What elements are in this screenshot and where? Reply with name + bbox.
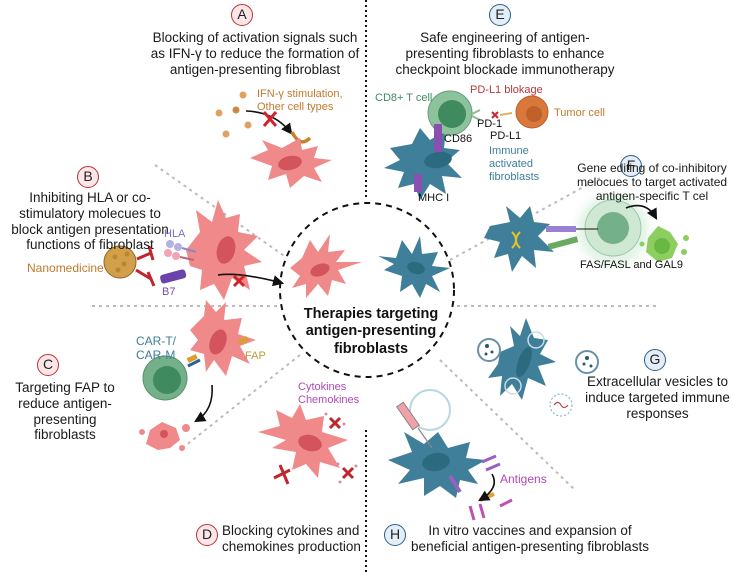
panel-g-caption: Extracellular vesicles to induce targete… <box>585 374 730 421</box>
panel-b-caption: Inhibiting HLA or co- stimulatory molecu… <box>5 190 175 253</box>
panel-e-art <box>384 90 549 200</box>
panel-g-art <box>477 318 599 417</box>
caption-line: stimulatory molecues to <box>19 205 161 221</box>
panel-b-art <box>103 200 285 300</box>
caption-line: chemokines production <box>222 538 361 554</box>
pd-1-label: PD-1 <box>477 118 503 130</box>
center-blue-fibroblast <box>378 236 450 298</box>
antigens-label: Antigens <box>500 472 547 486</box>
label-line: Chemokines <box>298 393 360 406</box>
hla-label: HLA <box>164 228 186 240</box>
caption-line: Extracellular vesicles to <box>586 374 729 389</box>
caption-line: Blocking of activation signals such <box>152 30 358 45</box>
caption-line: melocues to target activated <box>576 175 728 190</box>
panel-f-art <box>484 184 689 276</box>
caption-line: presenting fibroblasts to enhance <box>405 45 605 61</box>
caption-line: antigen-specific T cel <box>595 189 709 204</box>
panel-a-caption: Blocking of activation signals such as I… <box>140 30 370 77</box>
panel-d-caption: Blocking cytokines and chemokines produc… <box>222 523 362 555</box>
center-title-line: Therapies targeting <box>303 306 439 322</box>
caption-line: functions of fibroblast <box>26 237 154 253</box>
caption-line: reduce antigen- <box>18 395 112 411</box>
caption-line: checkpoint blockade immunotherapy <box>395 61 615 77</box>
caption-line: beneficial antigen-presenting fibroblast… <box>411 538 649 554</box>
fas-fasl-gal9-label: FAS/FASL and GAL9 <box>580 259 683 271</box>
caption-line: Inhibiting HLA or co- <box>29 190 151 205</box>
badge-d: D <box>196 524 218 546</box>
label-line: activated <box>489 157 534 170</box>
label-line: Immune <box>489 145 529 157</box>
badge-e: E <box>489 4 511 26</box>
caption-line: presenting fibroblasts <box>33 411 97 443</box>
badge-c: C <box>37 354 59 376</box>
panel-f-caption: Gene editing of co-inhibitory melocues t… <box>572 161 732 203</box>
pd-l1-blockage-label: PD-L1 blokage <box>470 84 543 96</box>
center-title-line: fibroblasts <box>333 340 409 357</box>
car-t-car-m-label: CAR-T/ CAR-M <box>136 334 176 362</box>
cytokines-chemokines-label: Cytokines Chemokines <box>298 381 359 407</box>
badge-f: F <box>620 155 642 177</box>
panel-d-art <box>258 404 358 485</box>
ifn-gamma-label: IFN-γ stimulation, Other cell types <box>257 88 343 114</box>
fap-label: FAP <box>245 350 266 362</box>
label-line: IFN-γ stimulation, <box>257 88 343 100</box>
panel-a-art <box>215 91 332 188</box>
center-title-line: antigen-presenting <box>305 323 437 340</box>
caption-line: induce targeted immune <box>585 389 730 405</box>
panel-c-art <box>139 300 256 451</box>
center-red-fibroblast <box>290 234 362 298</box>
diagonal-divider-bl <box>179 354 301 451</box>
panel-h-caption: In vitro vaccines and expansion of benef… <box>410 523 650 555</box>
tumor-cell-label: Tumor cell <box>554 107 605 119</box>
immune-activated-fibroblasts-label: Immune activated fibroblasts <box>489 145 539 184</box>
cd86-label: CD86 <box>444 133 473 145</box>
badge-b: B <box>77 166 99 188</box>
b7-label: B7 <box>162 286 176 298</box>
badge-a: A <box>231 4 253 26</box>
caption-line: In vitro vaccines and expansion of <box>428 523 632 538</box>
caption-line: Safe engineering of antigen- <box>420 30 590 45</box>
caption-line: block antigen presentation <box>11 221 169 237</box>
caption-line: responses <box>626 405 689 421</box>
badge-g: G <box>644 349 666 371</box>
panel-c-caption: Targeting FAP to reduce antigen- present… <box>5 380 125 443</box>
panel-e-caption: Safe engineering of antigen- presenting … <box>390 30 620 77</box>
label-line: Cytokines <box>298 381 347 393</box>
badge-h: H <box>384 524 406 546</box>
center-title: Therapies targeting antigen-presenting f… <box>286 306 456 358</box>
label-line: fibroblasts <box>489 170 540 183</box>
panel-h-art <box>388 389 513 521</box>
label-line: CAR-M <box>136 348 176 363</box>
caption-line: Gene editing of co-inhibitory <box>577 161 727 175</box>
cd8-t-cell-label: CD8+ T cell <box>375 92 433 104</box>
caption-line: Targeting FAP to <box>15 380 115 395</box>
pd-l1-label: PD-L1 <box>490 130 522 142</box>
nanomedicine-label: Nanomedicine <box>27 261 104 275</box>
label-line: Other cell types <box>257 100 334 113</box>
caption-line: antigen-presenting fibroblast <box>169 61 341 77</box>
caption-line: Blocking cytokines and <box>222 523 360 538</box>
caption-line: as IFN-γ to reduce the formation of <box>150 45 360 61</box>
diagonal-divider-br <box>439 359 576 491</box>
mhc-i-label: MHC I <box>418 192 450 204</box>
label-line: CAR-T/ <box>136 334 176 348</box>
